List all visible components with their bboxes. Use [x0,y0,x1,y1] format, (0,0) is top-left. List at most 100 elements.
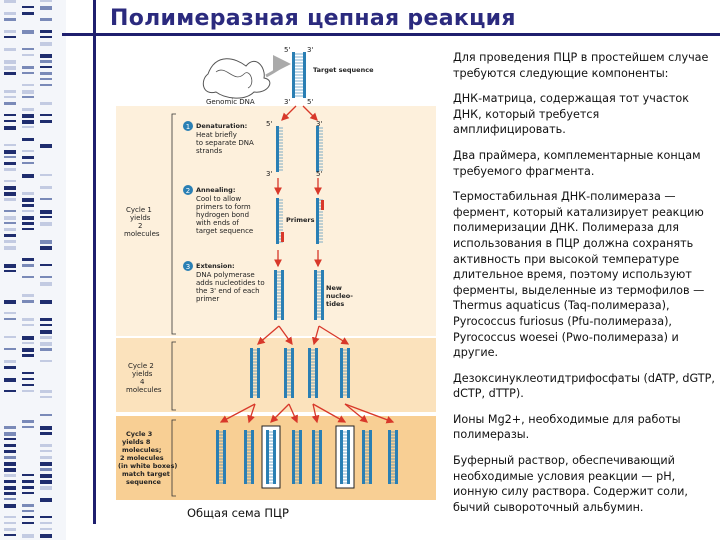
dna-strand [340,348,343,398]
gel-band [4,120,16,122]
gel-band [22,492,34,494]
gel-band [4,234,16,237]
gel-band [40,360,52,362]
gel-band [22,48,34,50]
dna-strand [250,348,253,398]
gel-band [22,384,34,386]
gel-band [4,426,16,429]
target-dna-top [292,52,306,98]
gel-band [40,78,52,80]
gel-band [4,222,16,224]
gel-band [40,486,52,490]
paragraph-template: ДНК-матрица, содержащая тот участок ДНК,… [453,92,690,137]
gel-band [40,114,52,116]
gel-band [4,468,16,472]
dna-strand [314,270,317,320]
dna-strand [347,430,350,484]
label-5prime-top: 5' [284,46,290,54]
dna-strand [347,348,350,398]
gel-band [40,84,52,86]
gel-lane [4,0,16,540]
gel-band [4,270,16,272]
dna-strand [273,430,276,484]
gel-band [40,426,52,430]
gel-band [40,0,52,2]
scheme-caption: Общая сема ПЦР [187,506,289,520]
gel-band [4,0,16,3]
gel-band [4,192,16,196]
gel-band [22,300,34,303]
flow-arrow [344,403,369,423]
gel-band [22,390,34,392]
flow-arrow [281,105,297,121]
dna-strand [257,348,260,398]
step3-title: Extension: [196,262,235,270]
genomic-dna-icon [202,58,271,99]
gel-band [22,228,34,230]
decorative-gel-strip [0,0,66,540]
gel-band [4,150,16,154]
gel-band [40,396,52,398]
gel-band [40,198,52,200]
gel-band [40,60,52,63]
dna-strand [291,348,294,398]
gel-band [40,276,52,278]
dna-strand [316,126,319,172]
gel-band [4,444,16,447]
gel-band [4,348,16,350]
flow-arrow [302,105,318,121]
dna-strand [308,348,311,398]
gel-band [22,12,34,15]
gel-band [22,204,34,207]
gel-band [40,72,52,75]
gel-band [22,54,34,56]
gel-band [22,342,34,344]
gel-band [22,426,34,428]
gel-band [40,30,52,33]
gel-band [4,534,16,536]
svg-text:5': 5' [266,120,272,128]
gel-band [22,216,34,220]
gel-band [22,264,34,267]
gel-band [4,90,16,93]
gel-band [4,102,16,105]
gel-band [22,318,34,321]
step1-badge [183,121,193,131]
genomic-dna-label: Genomic DNA [206,98,255,106]
gel-band [4,456,16,459]
dna-strand [281,270,284,320]
step3-badge [183,261,193,271]
gel-band [4,198,16,201]
step2-badge [183,185,193,195]
gel-band [40,186,52,189]
dna-strand [216,430,219,484]
gel-band [40,240,52,244]
gel-band [4,162,16,165]
flow-arrow [318,325,350,345]
gel-band [40,474,52,478]
gel-band [22,378,34,380]
cycle2-band [116,338,436,412]
gel-band [40,324,52,326]
svg-text:3: 3 [186,263,190,271]
gel-band [4,30,16,33]
gel-band [40,222,52,226]
flow-arrow [344,403,395,424]
gel-band [40,468,52,471]
gel-band [40,432,52,435]
gel-band [22,534,34,538]
flow-arrow [270,403,290,423]
gel-band [22,120,34,124]
gel-band [22,474,34,476]
gel-band [22,96,34,98]
gel-band [4,12,16,15]
target-sequence-label: Target sequence [313,66,374,74]
gel-band [40,414,52,416]
gel-band [4,318,16,320]
gel-band [40,144,52,148]
gel-band [40,174,52,176]
gel-band [4,474,16,477]
flow-arrow [311,403,320,424]
